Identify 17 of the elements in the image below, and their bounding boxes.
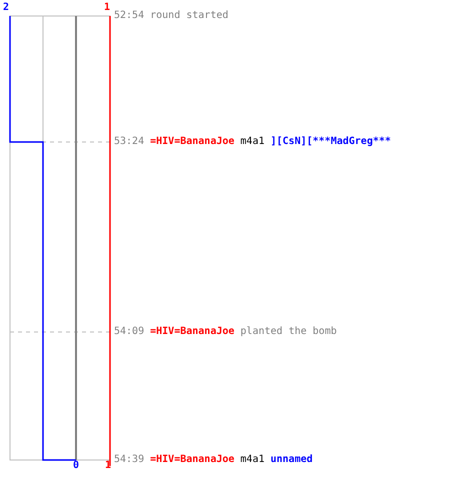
player-name: unnamed (270, 454, 313, 465)
weapon-name: m4a1 (240, 136, 264, 147)
event-message: planted the bomb (240, 326, 337, 337)
axis-count: 0 (73, 460, 80, 472)
player-name: =HIV=BananaJoe (150, 454, 234, 465)
player-name: ][CsN][***MadGreg*** (270, 136, 391, 147)
event-time: 54:09 (114, 326, 144, 337)
player-name: =HIV=BananaJoe (150, 136, 234, 147)
event-time: 54:39 (114, 454, 144, 465)
axis-count: 1 (105, 460, 112, 472)
event-time: 53:24 (114, 136, 144, 147)
event-message: round started (150, 10, 228, 21)
player-name: =HIV=BananaJoe (150, 326, 234, 337)
axis-count: 2 (3, 2, 10, 14)
axis-count: 1 (104, 2, 110, 14)
event-time: 52:54 (114, 10, 144, 21)
weapon-name: m4a1 (240, 454, 264, 465)
